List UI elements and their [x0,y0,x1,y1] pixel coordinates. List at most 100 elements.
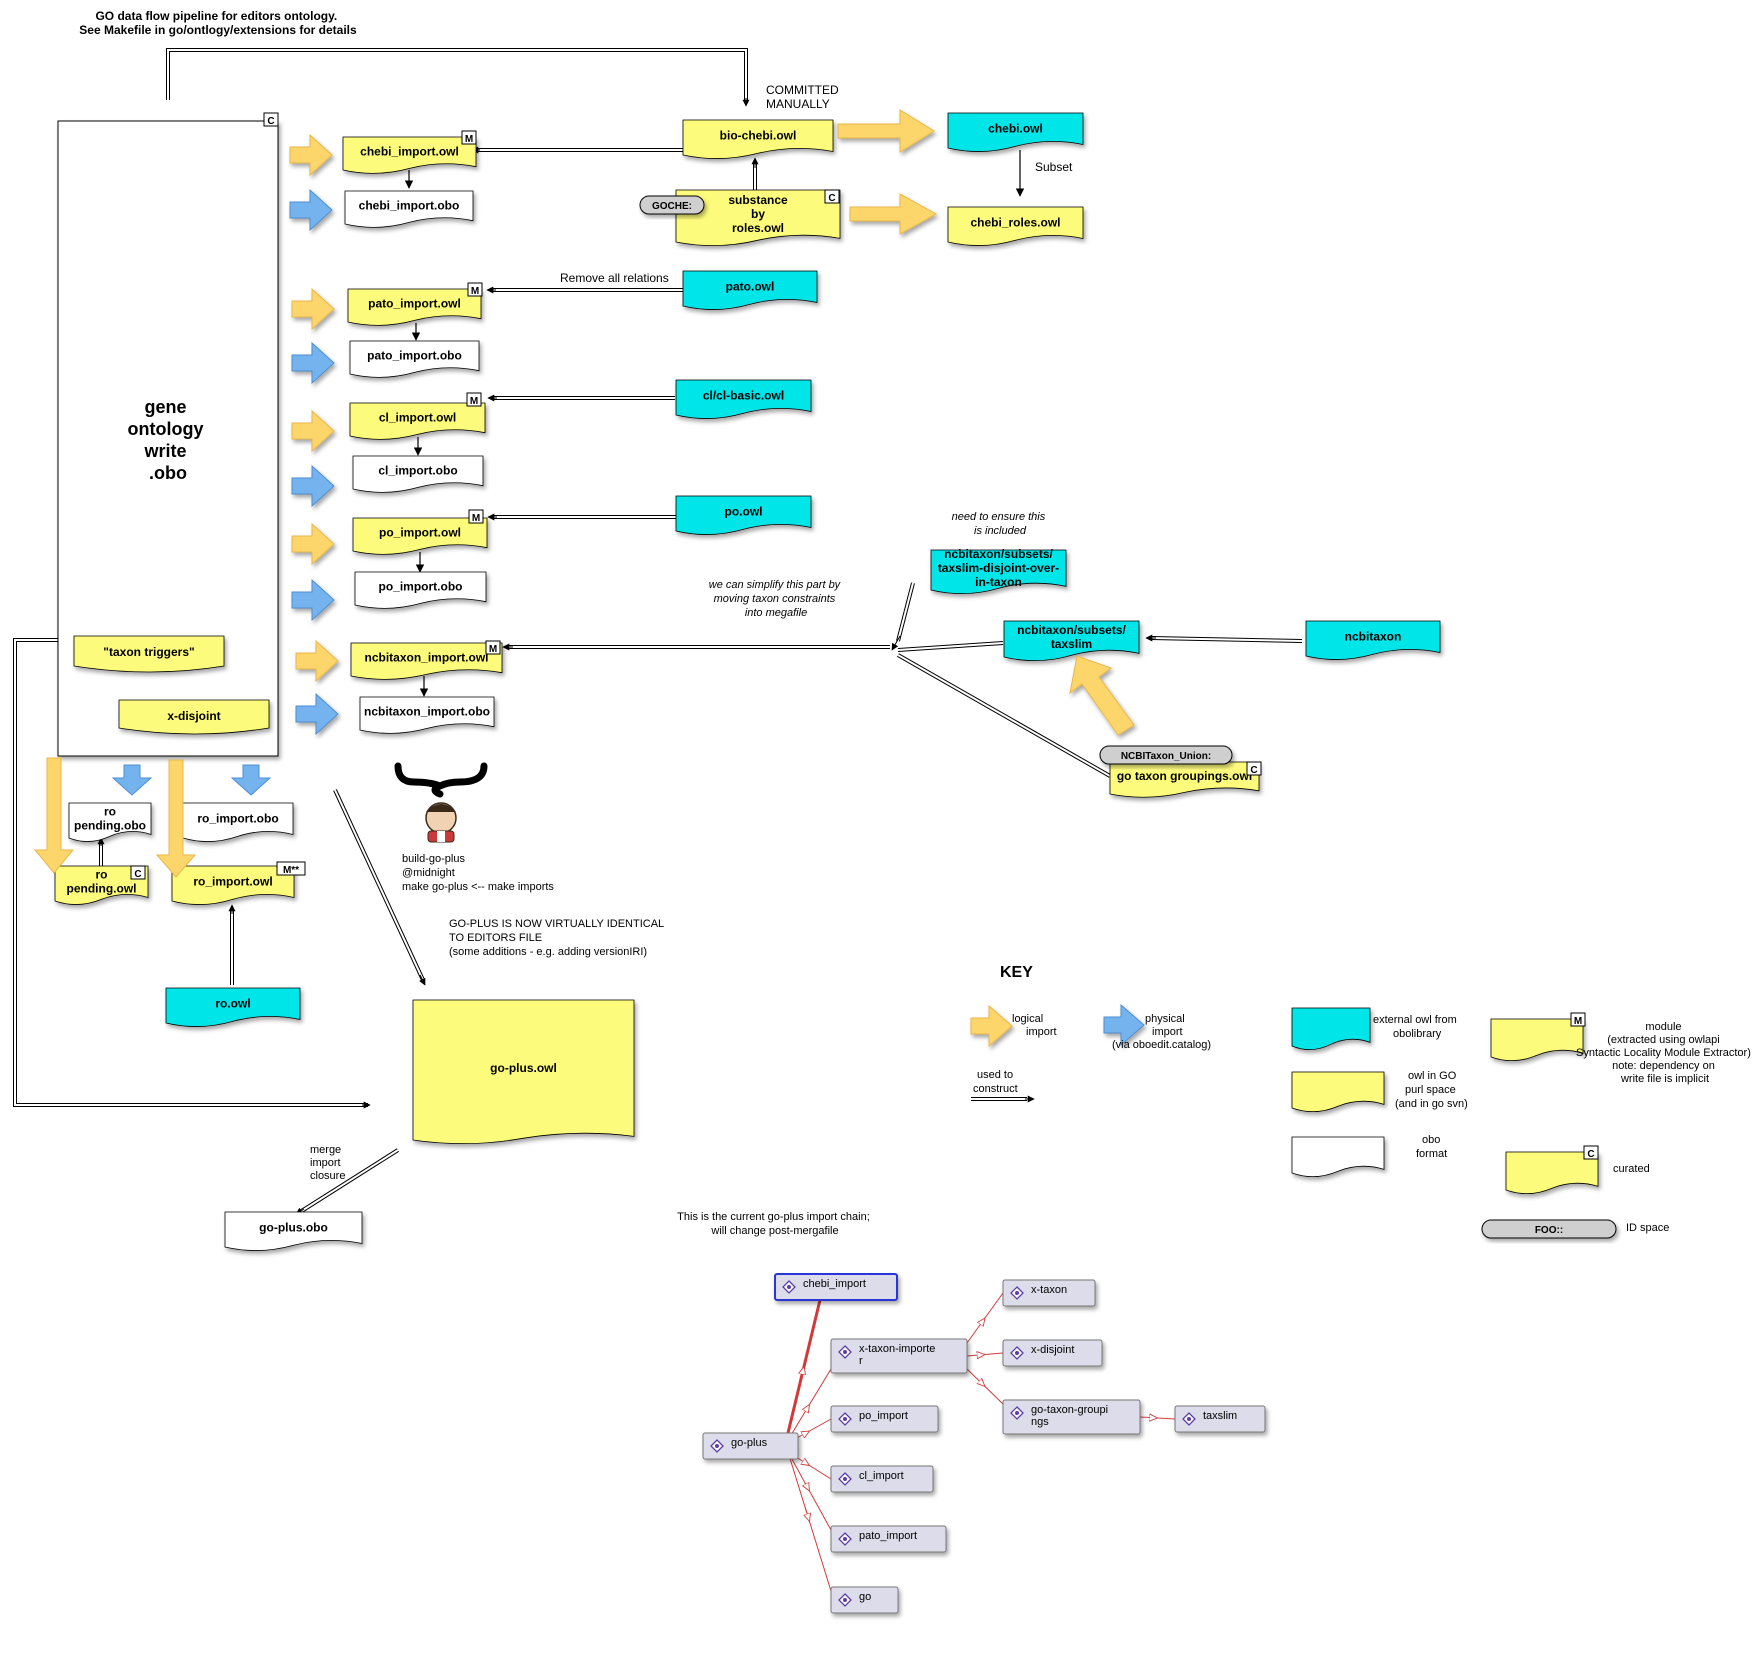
ro-import-owl[interactable] [171,865,295,905]
import-obo-1[interactable] [349,340,480,378]
key-id-space-pill-text: FOO:: [1535,1225,1563,1236]
ro-pending-owl[interactable] [54,865,149,905]
ro-import-obo-label: ro_import.obo [197,812,278,826]
chebi-roles-owl[interactable] [947,206,1084,246]
import-obo-0[interactable] [344,190,474,228]
module-badge-3 [468,509,484,524]
go-plus-obo-label: go-plus.obo [259,1221,328,1235]
key-external-swatch[interactable] [1291,1007,1371,1050]
simplify-note: we can simplify this part by moving taxo… [709,579,844,619]
bio-chebi-owl-label: bio-chebi.owl [720,129,797,143]
module-badge-0 [461,130,477,145]
go-taxon-groupings-owl[interactable] [1109,761,1260,798]
physical-import-arrow-4 [295,692,339,736]
ro-import-module-badge-text: M** [283,865,299,876]
module-badge-3-text: M [472,513,480,524]
key-module-swatch[interactable] [1490,1018,1584,1061]
key-owl-go-swatch[interactable] [1291,1071,1385,1112]
graph-edge-head-2 [805,1431,809,1433]
cl-basic-owl[interactable] [675,379,812,419]
logical-arrow-bio-chebi-to-chebi [837,109,935,153]
import-owl-4[interactable] [350,642,503,680]
import-owl-label-2: cl_import.owl [379,411,456,425]
ncbitaxon-owl-label: ncbitaxon [1345,630,1402,644]
key-curated-badge-text: C [1587,1149,1594,1160]
ncbitaxon-owl[interactable] [1305,620,1441,660]
key-curated-label: curated [1613,1163,1650,1175]
pato-owl-label-line: pato.owl [726,280,775,294]
groupings-curated-badge [1246,761,1262,776]
graph-node-label: x-disjoint [1031,1344,1074,1356]
graph-node-go-plus[interactable]: go-plus [702,1432,799,1460]
substance-by-roles-owl[interactable] [675,189,841,247]
bio-chebi-owl[interactable] [682,119,834,159]
x-disjoint-note [118,699,270,735]
graph-node-taxslim[interactable]: taxslim [1174,1405,1266,1433]
key-title: KEY [1000,964,1033,981]
graph-node-pato-import[interactable]: pato_import [830,1525,947,1553]
key-construct-label: used to construct [973,1069,1018,1095]
import-owl-label-4-line: ncbitaxon_import.owl [364,651,488,665]
go-plus-owl[interactable] [412,999,635,1145]
ro-owl[interactable] [165,987,301,1027]
ro-import-owl-label-line: ro_import.owl [193,875,272,889]
graph-node-go[interactable]: go [830,1586,899,1614]
module-badge-4-text: M [489,644,497,655]
import-obo-2[interactable] [352,455,484,493]
ncbitaxon-taxslim-owl[interactable] [1003,620,1140,662]
jenkins-butler-icon [425,802,457,843]
ncbitaxon-taxslim-disjoint-owl-label-line: ncbitaxon/subsets/ [944,547,1053,561]
key-physical-label: physical import (via oboedit.catalog) [1112,1013,1211,1051]
import-obo-4[interactable] [359,696,495,734]
import-owl-label-2-line: cl_import.owl [379,411,456,425]
po-owl[interactable] [675,495,812,535]
obo-derivation-connectors [404,150,1025,697]
ro-owl-label-line: ro.owl [215,997,250,1011]
substance-curated-badge-text: C [828,193,835,204]
graph-node-label: po_import [859,1410,908,1422]
main-doc-label: gene ontology write .obo [128,397,209,483]
ro-import-owl-label: ro_import.owl [193,875,272,889]
import-owl-0[interactable] [342,136,477,174]
curated-badge-text: C [267,116,274,127]
chebi-owl-label: chebi.owl [988,122,1043,136]
ncbitaxon-union-id-space-pill [1099,745,1233,765]
key-curated-swatch[interactable] [1505,1151,1599,1194]
graph-node-cl-import[interactable]: cl_import [830,1465,934,1493]
go-plus-obo[interactable] [224,1211,363,1251]
import-obo-label-3: po_import.obo [379,580,463,594]
import-owl-2[interactable] [349,402,486,440]
graph-node-po-import[interactable]: po_import [830,1405,939,1433]
graph-node-label: taxslim [1203,1410,1237,1422]
graph-node-x-taxon[interactable]: x-taxon [1002,1279,1096,1307]
graph-edge-head-1 [805,1405,809,1412]
pato-owl[interactable] [682,270,818,310]
ro-pending-curated-badge-text: C [134,869,141,880]
graph-node-x-disjoint[interactable]: x-disjoint [1002,1339,1103,1367]
key-obo-swatch[interactable] [1291,1136,1385,1177]
graph-edge-head-8 [981,1383,985,1387]
import-obo-label-4-line: ncbitaxon_import.obo [364,705,490,719]
go-taxon-groupings-owl-label: go taxon groupings.owl [1117,769,1252,783]
substance-by-roles-owl-label-line: by [751,207,765,221]
chebi-owl[interactable] [947,112,1084,152]
remove-relations-label: Remove all relations [560,271,669,285]
logical-import-arrow-4 [295,639,339,683]
substance-curated-badge [824,189,840,204]
import-obo-3[interactable] [354,571,487,609]
ro-pending-obo[interactable] [68,802,152,842]
ncbitaxon-taxslim-disjoint-owl[interactable] [930,549,1067,595]
ro-import-obo[interactable] [182,802,294,842]
graph-node-chebi-import[interactable]: chebi_import [774,1273,898,1301]
import-obo-label-2-line: cl_import.obo [378,464,457,478]
ro-import-module-badge [276,861,306,876]
import-owl-3[interactable] [352,517,488,555]
module-badge-2-text: M [470,396,478,407]
cl-basic-owl-label: cl/cl-basic.owl [703,389,784,403]
import-owl-1[interactable] [347,288,482,326]
